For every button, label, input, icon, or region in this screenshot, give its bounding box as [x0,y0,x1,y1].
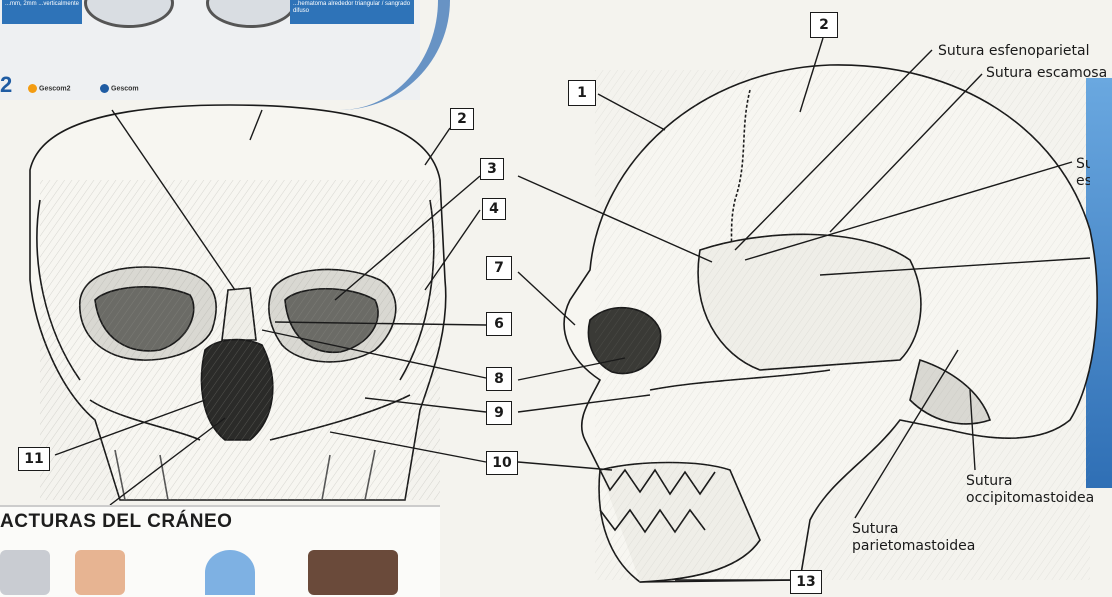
fracture-thumb-1 [0,550,50,595]
label-7: 7 [486,256,512,280]
suture-occipitomastoidea-label-1: Sutura [966,474,1012,489]
label-4: 4 [482,198,506,220]
label-2-frontal: 2 [450,108,474,130]
label-6: 6 [486,312,512,336]
fracturas-card-title: ACTURAS DEL CRÁNEO [0,511,232,533]
label-10: 10 [486,451,518,475]
label-13: 13 [790,570,822,594]
label-9: 9 [486,401,512,425]
suture-parietomastoidea-label-2: parietomastoidea [852,539,975,554]
suture-parietomastoidea-label-1: Sutura [852,522,898,537]
suture-esfeno-partial-label: Sutu esfe [1076,156,1090,190]
label-3: 3 [480,158,504,180]
suture-occipitomastoidea-label-2: occipitomastoidea [966,491,1094,506]
suture-escamosa-label: Sutura escamosa [986,66,1107,81]
label-1: 1 [568,80,596,106]
suture-esfenoparietal-label: Sutura esfenoparietal [938,44,1089,59]
fracture-thumb-4 [308,550,398,595]
label-8: 8 [486,367,512,391]
fracture-thumb-3 [205,550,255,595]
label-2-lateral: 2 [810,12,838,38]
fracture-thumb-2 [75,550,125,595]
label-11: 11 [18,447,50,471]
